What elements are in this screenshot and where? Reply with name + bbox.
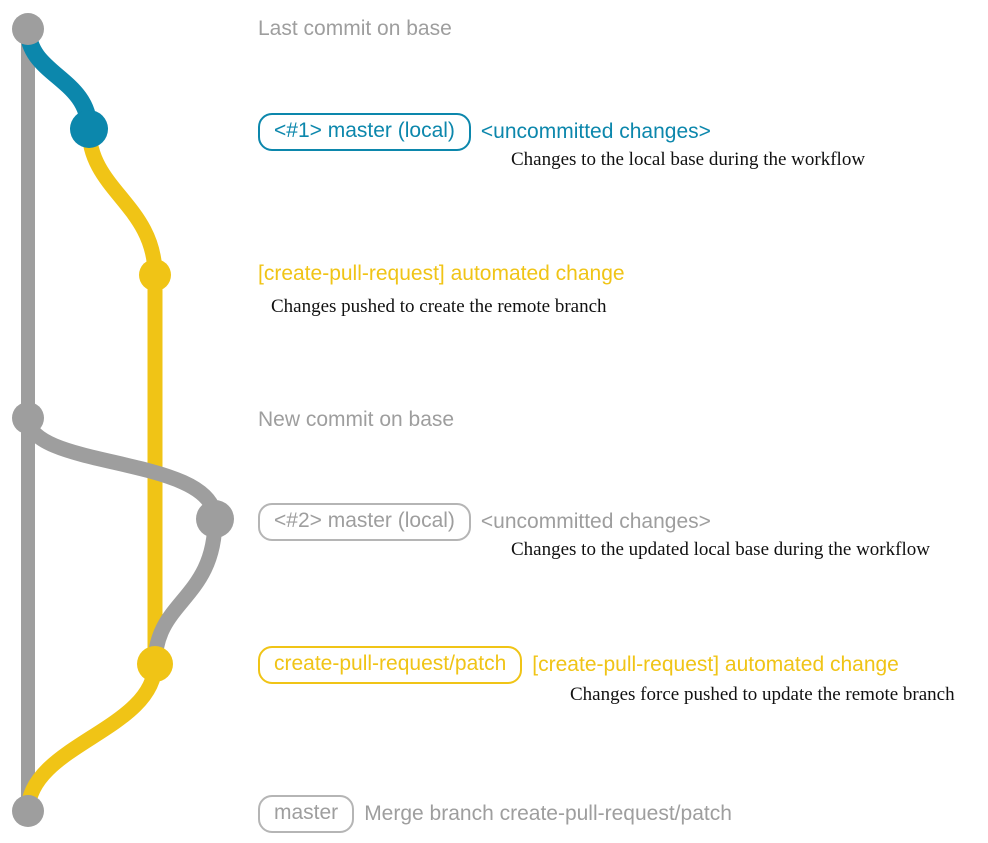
commit-description-automated-2: Changes force pushed to update the remot…	[570, 684, 955, 705]
commit-node-automated-1[interactable]	[139, 259, 171, 291]
commit-subject-local-2: <uncommitted changes>	[480, 510, 711, 533]
commit-subject-merge: Merge branch create-pull-request/patch	[364, 802, 732, 825]
commit-description-automated-1: Changes pushed to create the remote bran…	[271, 296, 607, 317]
ref-badge-local-2[interactable]: <#2> master (local)	[258, 503, 471, 541]
commit-row-local-2: <#2> master (local) <uncommitted changes…	[258, 503, 711, 541]
patch-merge-line-yellow	[20, 656, 163, 819]
commit-row-automated-2: create-pull-request/patch [create-pull-r…	[258, 646, 899, 684]
commit-row-merge: master Merge branch create-pull-request/…	[258, 795, 732, 833]
commit-node-merge[interactable]	[12, 795, 44, 827]
headline-last-commit-on-base: Last commit on base	[258, 17, 452, 40]
commit-node-base-last[interactable]	[12, 13, 44, 45]
commit-row-local-1: <#1> master (local) <uncommitted changes…	[258, 113, 711, 151]
commit-node-automated-2[interactable]	[137, 646, 173, 682]
ref-badge-master[interactable]: master	[258, 795, 355, 833]
commit-subject-automated-1: [create-pull-request] automated change	[258, 262, 625, 285]
commit-description-local-1: Changes to the local base during the wor…	[511, 149, 866, 170]
patch-branch-line-yellow	[81, 121, 163, 672]
commit-description-local-2: Changes to the updated local base during…	[511, 539, 930, 560]
ref-badge-local-1[interactable]: <#1> master (local)	[258, 113, 471, 151]
commit-row-automated-1: [create-pull-request] automated change	[258, 262, 625, 286]
local-branch-line-gray	[20, 410, 223, 527]
headline-new-commit-on-base: New commit on base	[258, 408, 455, 431]
ref-badge-patch[interactable]: create-pull-request/patch	[258, 646, 523, 684]
commit-node-local-1[interactable]	[70, 110, 108, 148]
commit-node-base-new[interactable]	[12, 402, 44, 434]
commit-node-local-2[interactable]	[196, 500, 234, 538]
commit-subject-local-1: <uncommitted changes>	[480, 120, 711, 143]
commit-subject-automated-2: [create-pull-request] automated change	[532, 653, 899, 676]
local-to-patch-line-gray	[147, 511, 223, 672]
